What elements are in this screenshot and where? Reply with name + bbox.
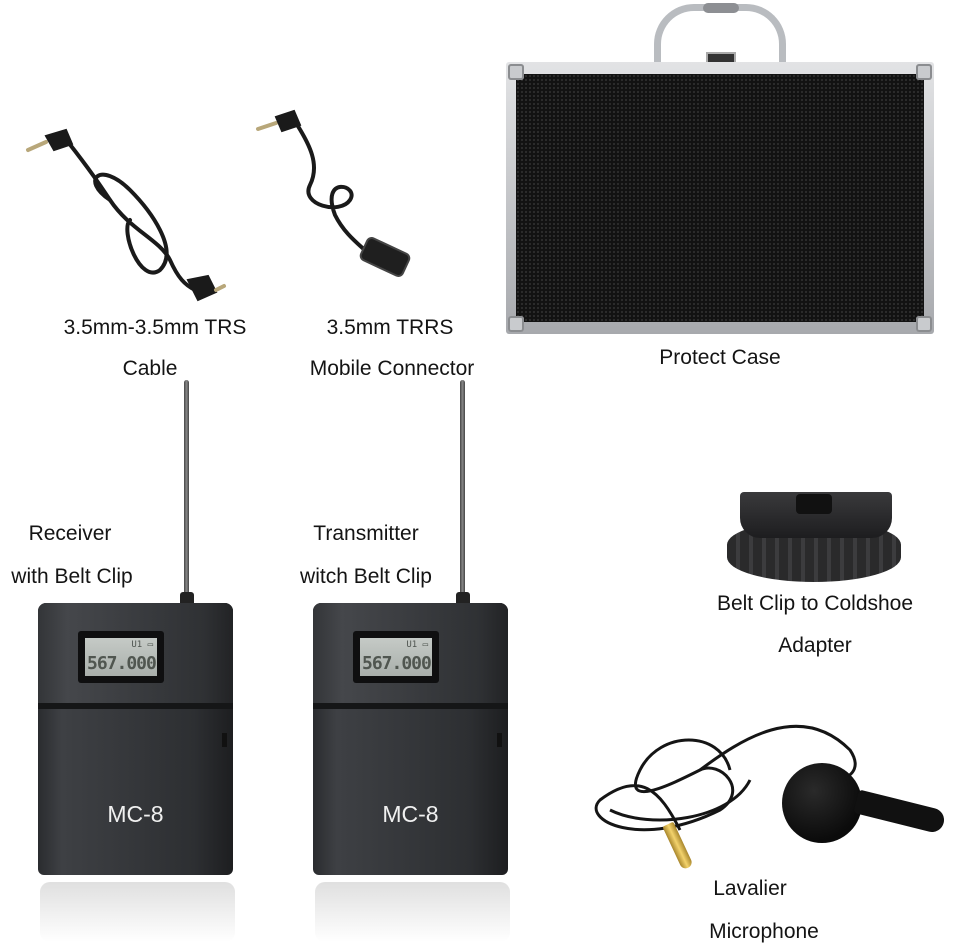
protect-case-label: Protect Case: [659, 346, 781, 369]
adapter-label-line1: Belt Clip to Coldshoe: [716, 592, 914, 615]
receiver-lcd-frequency: 567.000: [87, 653, 157, 674]
lavalier-label-line1: Lavalier: [713, 877, 787, 900]
receiver-groove: [38, 703, 233, 709]
trs-cable-icon: [26, 128, 226, 302]
receiver-lcd-frame: U1 ▭ 567.000: [78, 631, 164, 683]
transmitter-antenna-icon: [460, 380, 465, 598]
receiver-model-label: MC-8: [107, 801, 164, 827]
receiver-antenna-base: [180, 592, 194, 604]
receiver-label-line2: with Belt Clip: [11, 565, 133, 588]
receiver-antenna-icon: [184, 380, 189, 598]
receiver-switch-icon: [222, 733, 227, 747]
trs-cable-image: [26, 128, 226, 302]
transmitter-lcd-frequency: 567.000: [362, 653, 432, 674]
trrs-connector-image: [256, 109, 411, 277]
trrs-connector-label-line2: Mobile Connector: [309, 357, 475, 380]
case-corner-icon: [916, 64, 932, 80]
transmitter-unit: U1 ▭ 567.000 MC-8: [313, 603, 508, 875]
transmitter-label-line2: witch Belt Clip: [300, 565, 432, 588]
transmitter-groove: [313, 703, 508, 709]
adapter-label-line2: Adapter: [778, 634, 852, 657]
transmitter-reflection: [315, 882, 510, 942]
adapter-screw-icon: [796, 494, 832, 514]
lavalier-cable-icon: [594, 724, 857, 832]
case-corner-icon: [508, 64, 524, 80]
aluminum-case-icon: [506, 62, 934, 334]
receiver-top-panel: U1 ▭ 567.000: [38, 603, 233, 705]
case-corner-icon: [916, 316, 932, 332]
transmitter-lcd-frame: U1 ▭ 567.000: [353, 631, 439, 683]
transmitter-antenna-base: [456, 592, 470, 604]
trs-cable-label-line1: 3.5mm-3.5mm TRS: [63, 316, 247, 339]
lavalier-cable: [594, 724, 857, 832]
trrs-connector-icon: [256, 109, 411, 277]
case-corner-icon: [508, 316, 524, 332]
lavalier-mic-icon: [782, 763, 862, 843]
transmitter-label-line1: Transmitter: [313, 522, 419, 545]
receiver-reflection: [40, 882, 235, 942]
case-panel: [516, 74, 924, 322]
receiver-label-line1: Receiver: [28, 522, 112, 545]
receiver-lcd: U1 ▭ 567.000: [85, 638, 157, 676]
transmitter-model-label: MC-8: [382, 801, 439, 827]
transmitter-lcd: U1 ▭ 567.000: [360, 638, 432, 676]
transmitter-switch-icon: [497, 733, 502, 747]
receiver-lcd-status: U1 ▭: [131, 640, 153, 650]
transmitter-top-panel: U1 ▭ 567.000: [313, 603, 508, 705]
lavalier-label-line2: Microphone: [709, 920, 819, 943]
receiver-unit: U1 ▭ 567.000 MC-8: [38, 603, 233, 875]
case-handle-icon: [654, 3, 786, 66]
transmitter-lcd-status: U1 ▭: [406, 640, 428, 650]
trs-cable-label-line2: Cable: [122, 357, 178, 380]
trrs-connector-label-line1: 3.5mm TRRS: [326, 316, 454, 339]
